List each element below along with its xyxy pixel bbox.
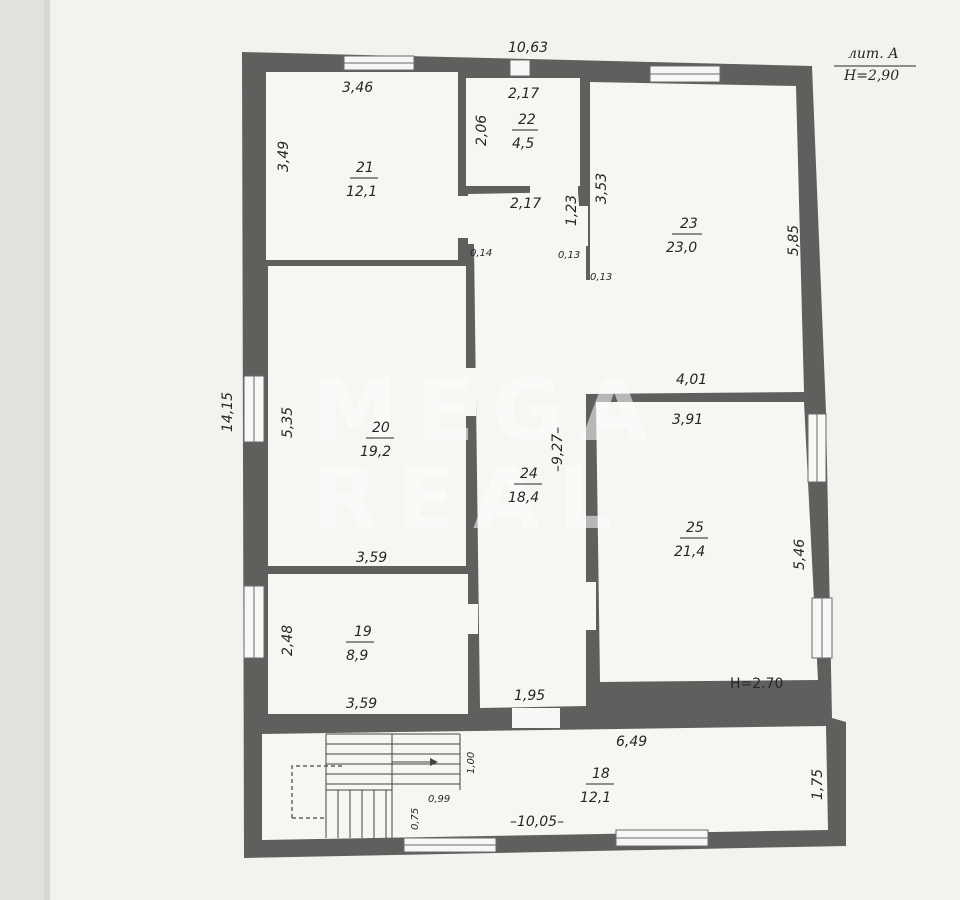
svg-text:1,00: 1,00: [466, 752, 477, 774]
overall-depth-label: 14,15: [220, 392, 236, 432]
svg-text:12,1: 12,1: [346, 184, 377, 200]
svg-text:0,14: 0,14: [470, 248, 492, 259]
svg-text:0,99: 0,99: [428, 794, 450, 805]
svg-text:23,0: 23,0: [666, 240, 697, 256]
room-18-label: 18 12,1: [580, 766, 614, 806]
svg-text:4,5: 4,5: [512, 136, 534, 152]
room-24-floor: [468, 192, 586, 708]
room-25-label: 25 21,4: [674, 520, 708, 560]
room-19-floor: [268, 574, 468, 714]
svg-text:22: 22: [518, 112, 536, 128]
svg-text:21: 21: [356, 160, 374, 176]
svg-text:18,4: 18,4: [508, 490, 539, 506]
svg-text:6,49: 6,49: [616, 734, 647, 750]
liter-label: лит. А: [848, 46, 899, 62]
windows: [243, 55, 833, 853]
room-20-floor: [268, 266, 466, 566]
svg-text:–9,27–: –9,27–: [550, 427, 566, 472]
svg-text:25: 25: [686, 520, 704, 536]
svg-text:20: 20: [372, 420, 390, 436]
svg-text:–10,05–: –10,05–: [510, 814, 564, 830]
svg-text:19: 19: [354, 624, 372, 640]
svg-text:5,35: 5,35: [280, 407, 296, 438]
svg-text:5,46: 5,46: [792, 539, 808, 570]
svg-text:3,91: 3,91: [672, 412, 703, 428]
svg-text:5,85: 5,85: [786, 225, 802, 256]
svg-text:1,23: 1,23: [564, 195, 580, 226]
dimension-labels: 3,46 3,49 2,17 2,06 2,17 1,23 0,14 0,13 …: [276, 80, 826, 830]
room-20-label: 20 19,2: [360, 420, 394, 460]
svg-text:0,13: 0,13: [558, 250, 580, 261]
svg-text:3,59: 3,59: [356, 550, 387, 566]
svg-text:0,13: 0,13: [590, 272, 612, 283]
svg-text:21,4: 21,4: [674, 544, 705, 560]
watermark-line-1: MEGA: [312, 361, 665, 461]
svg-text:2,17: 2,17: [510, 196, 541, 212]
svg-text:12,1: 12,1: [580, 790, 611, 806]
room-25-floor: [596, 402, 818, 682]
svg-text:0,75: 0,75: [410, 808, 421, 830]
room-23-label: 23 23,0: [666, 216, 702, 256]
svg-text:4,01: 4,01: [676, 372, 707, 388]
room-25-height-label: H=2.70: [730, 676, 783, 692]
watermark-line-2: REAL: [312, 449, 630, 549]
door-openings: [458, 186, 596, 728]
room-21-floor: [266, 72, 458, 260]
room-23-floor: [586, 82, 804, 394]
svg-text:2,06: 2,06: [474, 115, 490, 146]
svg-text:1,95: 1,95: [514, 688, 545, 704]
svg-text:19,2: 19,2: [360, 444, 391, 460]
svg-text:3,46: 3,46: [342, 80, 373, 96]
room-22-floor: [466, 78, 580, 186]
svg-text:23: 23: [680, 216, 698, 232]
svg-text:8,9: 8,9: [346, 648, 368, 664]
svg-text:2,48: 2,48: [280, 625, 296, 656]
room-22-label: 22 4,5: [512, 112, 538, 152]
overall-width-label: 10,63: [508, 40, 548, 56]
svg-text:3,53: 3,53: [594, 173, 610, 204]
svg-text:3,49: 3,49: [276, 141, 292, 172]
svg-text:1,75: 1,75: [810, 769, 826, 800]
room-19-label: 19 8,9: [346, 624, 374, 664]
room-24-label: 24 18,4: [508, 466, 542, 506]
svg-text:3,59: 3,59: [346, 696, 377, 712]
svg-text:18: 18: [592, 766, 610, 782]
svg-text:2,17: 2,17: [508, 86, 539, 102]
svg-text:24: 24: [520, 466, 538, 482]
room-21-label: 21 12,1: [346, 160, 378, 200]
ceiling-height-label: H=2,90: [843, 68, 899, 84]
watermark: MEGA REAL: [312, 361, 665, 549]
staircase: [291, 733, 461, 838]
